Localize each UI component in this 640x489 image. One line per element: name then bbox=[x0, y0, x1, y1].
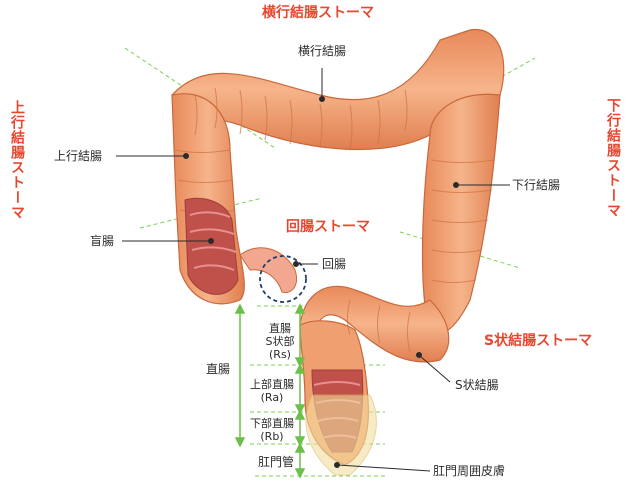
cecum-cutaway bbox=[184, 197, 239, 295]
sigmoid-colon-label: S状結腸 bbox=[455, 378, 499, 392]
rb-line-2: (Rb) bbox=[260, 430, 284, 443]
sigmoid-colostomy-label: S状結腸ストーマ bbox=[484, 333, 593, 349]
anal-sphincter bbox=[305, 394, 377, 476]
descending-colon-label: 下行結腸 bbox=[512, 178, 561, 192]
ra-line-2: (Ra) bbox=[260, 391, 284, 404]
rs-line-3: (Rs) bbox=[269, 348, 291, 361]
rs-line-1: 直腸 bbox=[269, 322, 291, 335]
rectum-brackets bbox=[234, 303, 306, 479]
ileum-label: 回腸 bbox=[322, 257, 347, 271]
ileum-tube bbox=[239, 247, 297, 294]
descending-colostomy-label: 下行結腸ストーマ bbox=[605, 98, 621, 218]
ileostomy-label: 回腸ストーマ bbox=[286, 219, 370, 235]
rectum-rs-label: 直腸 S状部 (Rs) bbox=[262, 322, 298, 361]
perianal-skin-label: 肛門周囲皮膚 bbox=[433, 464, 506, 478]
transverse-colon-label: 横行結腸 bbox=[298, 44, 347, 58]
anal-canal-label: 肛門管 bbox=[258, 455, 295, 469]
transverse-colostomy-label: 横行結腸ストーマ bbox=[262, 5, 374, 21]
ileum-stoma-circle bbox=[259, 255, 307, 303]
colon-haustra bbox=[174, 87, 495, 353]
rb-line-1: 下部直腸 bbox=[250, 417, 294, 430]
rectum-ra-label: 上部直腸 (Ra) bbox=[247, 378, 297, 404]
rs-line-2: S状部 bbox=[265, 335, 295, 348]
cecum-label: 盲腸 bbox=[90, 234, 115, 248]
ascending-colon-label: 上行結腸 bbox=[54, 149, 103, 163]
rectum-rb-label: 下部直腸 (Rb) bbox=[247, 417, 297, 443]
ascending-colostomy-label: 上行結腸ストーマ bbox=[9, 100, 25, 220]
ra-line-1: 上部直腸 bbox=[250, 378, 294, 391]
leader-lines bbox=[116, 68, 510, 472]
rectum-label: 直腸 bbox=[206, 362, 231, 376]
